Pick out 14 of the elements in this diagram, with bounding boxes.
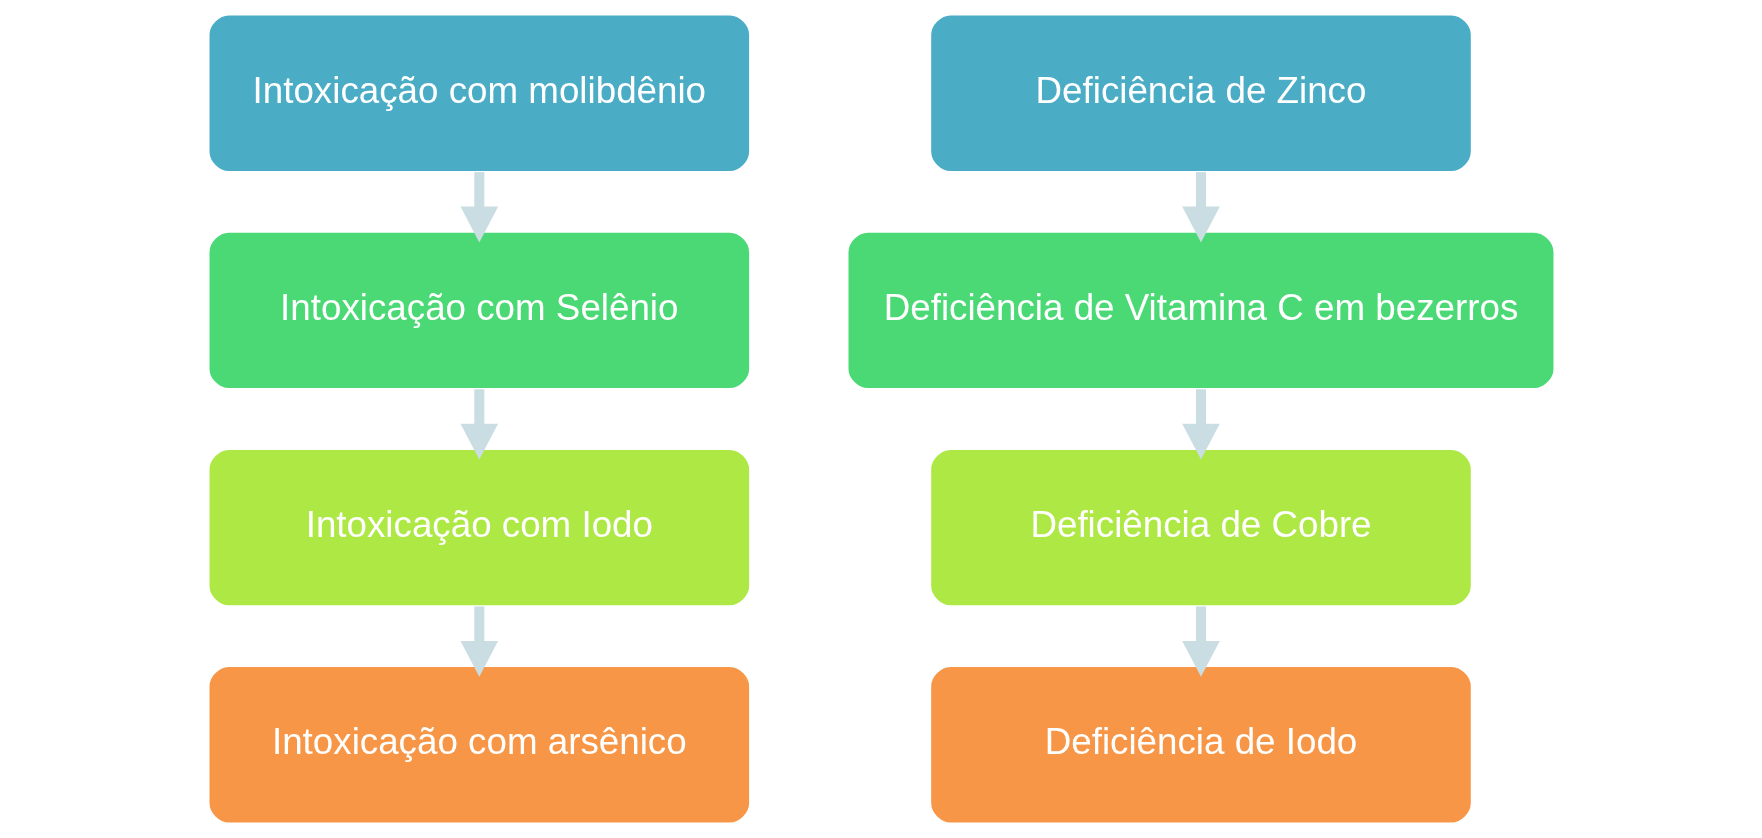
node-box: Intoxicação com molibdênio (207, 13, 751, 173)
arrow (1181, 389, 1220, 460)
arrow (460, 606, 498, 677)
node-box: Deficiência de Cobre (929, 448, 1472, 607)
node-box: Intoxicação com arsênico (207, 665, 751, 825)
arrow (460, 389, 498, 460)
node-box: Intoxicação com Iodo (207, 448, 751, 607)
arrow (1181, 606, 1220, 677)
node-box: Deficiência de Zinco (929, 13, 1472, 173)
arrow (460, 172, 498, 243)
arrow (1181, 172, 1220, 243)
node-box: Deficiência de Iodo (929, 665, 1472, 825)
node-box: Intoxicação com Selênio (207, 231, 751, 390)
node-box: Deficiência de Vitamina C em bezerros (846, 231, 1555, 390)
